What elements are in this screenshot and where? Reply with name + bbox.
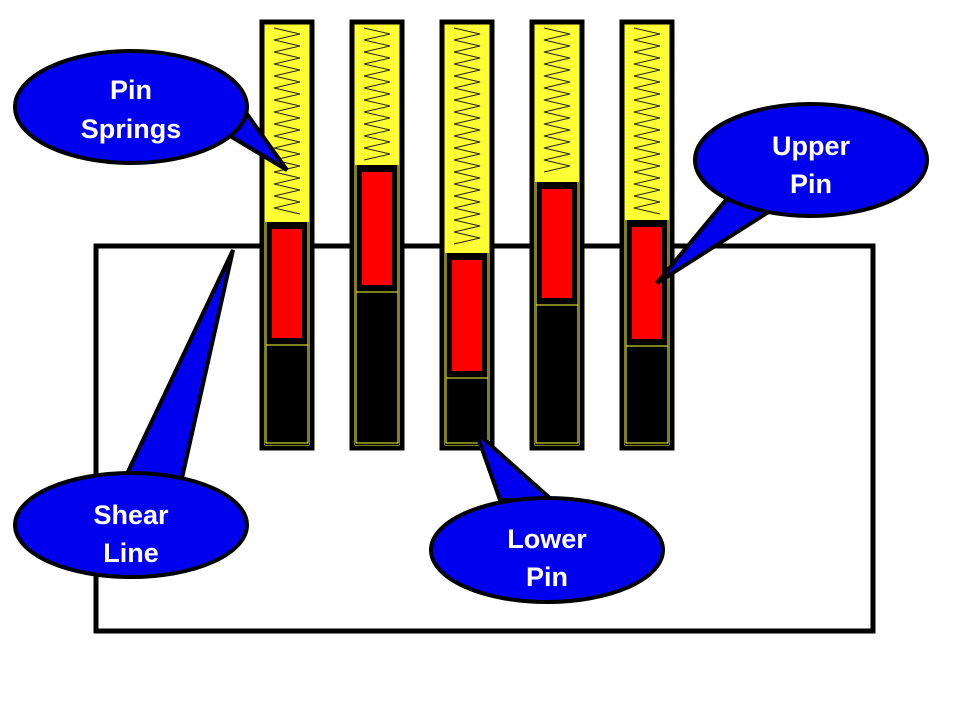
callout-upper-pin: Upper Pin [655,102,929,285]
lower-pin-1 [265,345,309,445]
callout-shear-line-line1: Shear [93,500,169,530]
upper-pin-1 [272,229,302,338]
callout-shear-line: Shear Line [13,249,249,579]
callout-pin-springs: Pin Springs [13,49,289,172]
upper-pin-2 [362,172,392,285]
callout-pin-springs-bubble [13,49,249,165]
pin-guide-5 [625,218,669,444]
lower-pin-3 [445,378,489,445]
lower-pin-2 [355,292,399,445]
pin-spring-3 [453,27,481,245]
pin-spring-4 [543,27,571,173]
pin-spring-5 [633,27,661,215]
pin-guide-2 [355,163,399,444]
callout-lower-pin-bubble [429,496,665,604]
lower-pin-4 [535,305,579,445]
pin-guide-3 [445,251,489,444]
upper-pin-3 [452,260,482,371]
callout-upper-pin-bubble [693,102,929,218]
callout-pin-springs-line1: Pin [110,75,152,105]
callout-lower-pin: Lower Pin [429,430,665,604]
pin-spring-2 [363,27,391,161]
pin-spring-1 [273,27,301,215]
pin-guide-4 [535,180,579,444]
pin-stacks [259,19,675,451]
callout-upper-pin-line2: Pin [790,169,832,199]
callout-pin-springs-line2: Springs [81,114,182,144]
callout-shear-line-bubble [13,471,249,579]
callout-shear-line-line2: Line [103,538,159,568]
pin-guide-1 [265,220,309,444]
callout-upper-pin-line1: Upper [772,131,851,161]
upper-pin-4 [542,189,572,298]
callout-lower-pin-line1: Lower [507,524,587,554]
callout-lower-pin-line2: Pin [526,562,568,592]
lower-pin-5 [625,346,669,445]
